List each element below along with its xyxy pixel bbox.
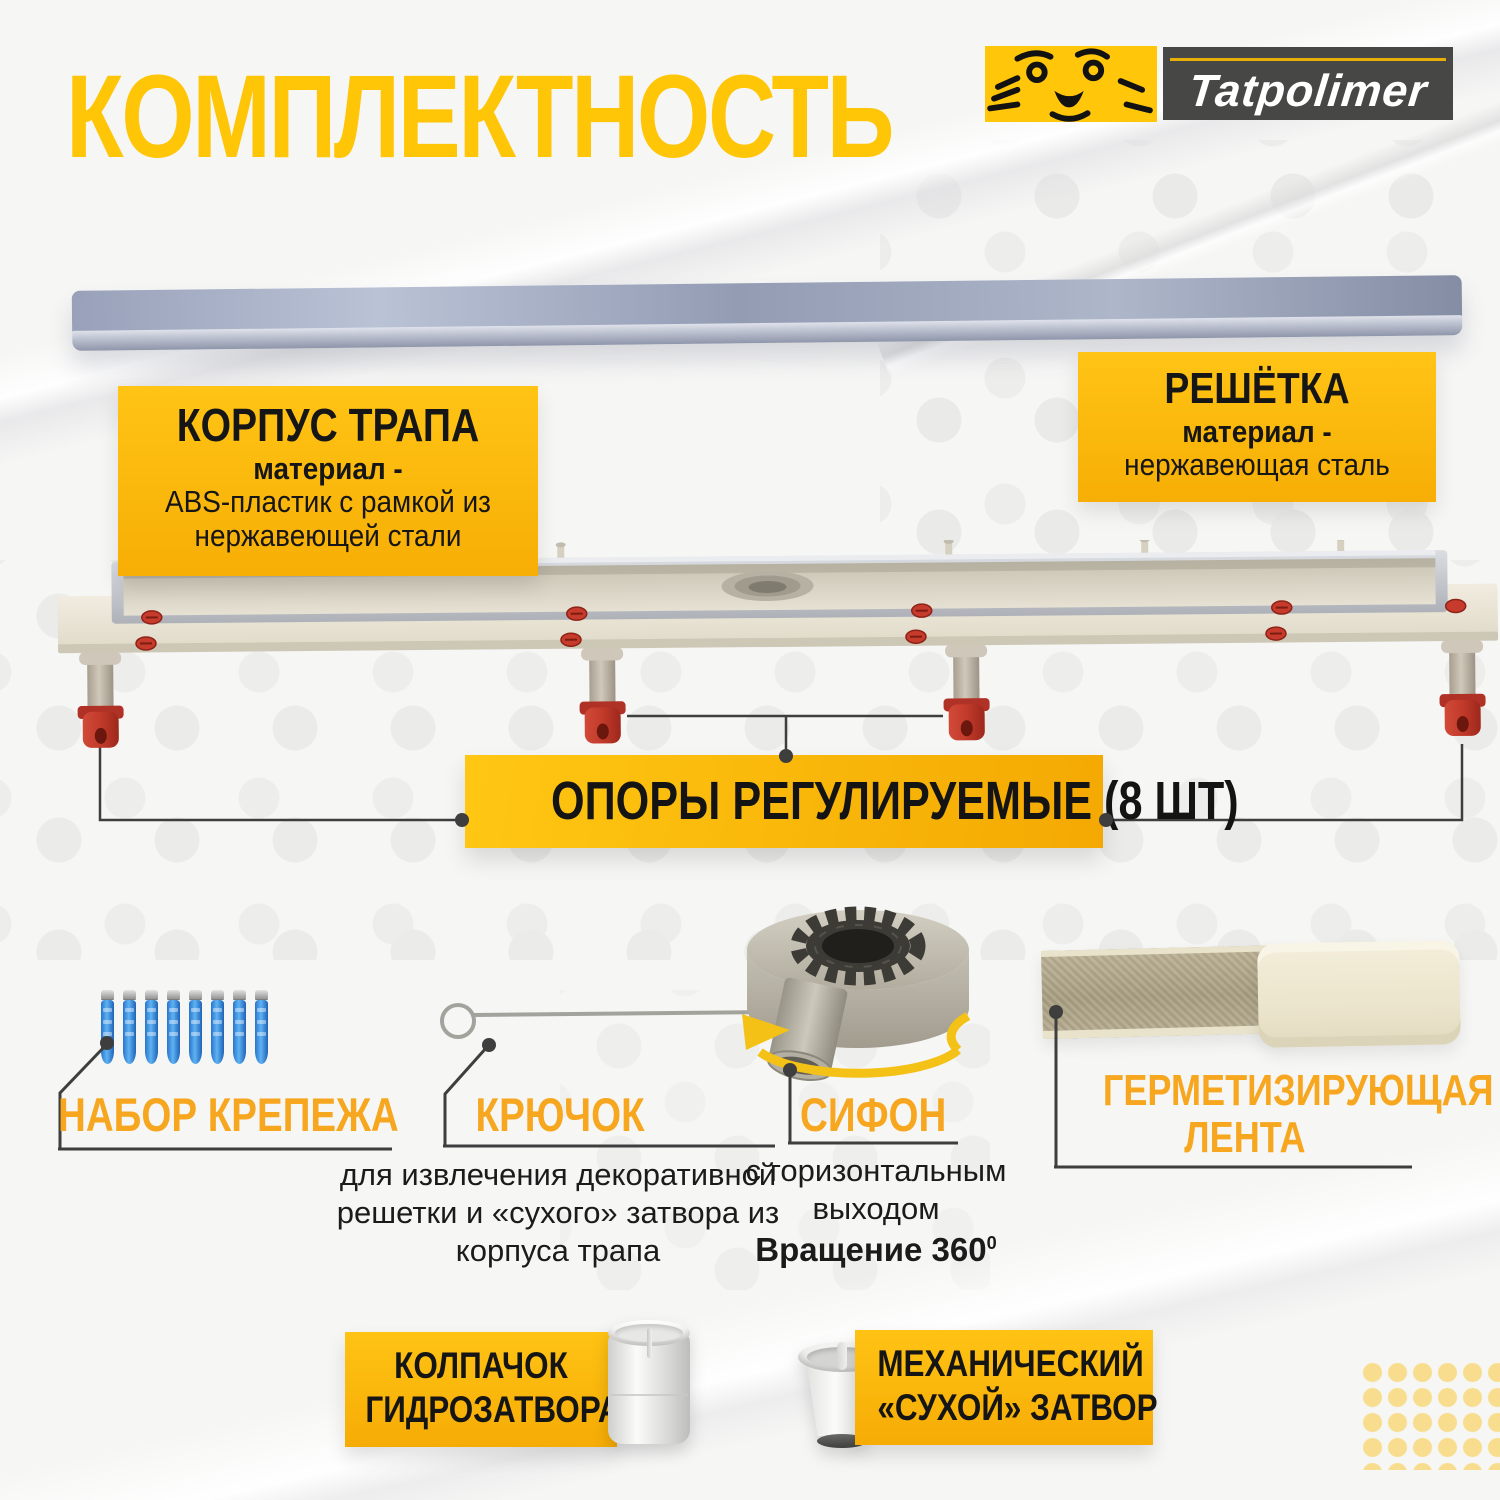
siphon-description: с горизонтальным выходом Вращение 3600 <box>745 1152 1007 1270</box>
sealing-tape-strip <box>1040 945 1290 1039</box>
brand-name: Tatpolimer <box>1186 65 1430 116</box>
hook-desc-line1: для извлечения декоративной <box>339 1157 777 1192</box>
brand-name-box: Tatpolimer <box>1163 47 1453 120</box>
tape-caption-line2: ЛЕНТА <box>1184 1112 1306 1162</box>
dry-seal-base <box>817 1434 867 1448</box>
grate-graphic <box>71 275 1463 351</box>
tape-caption: ГЕРМЕТИЗИРУЮЩАЯ ЛЕНТА <box>1060 1067 1494 1162</box>
hook-caption-text: КРЮЧОК <box>475 1088 645 1141</box>
dowel-icon <box>144 990 158 1064</box>
dowel-icon <box>100 990 114 1064</box>
body-label-box: КОРПУС ТРАПА материал - ABS-пластик с ра… <box>118 386 538 576</box>
dowel-icon <box>254 990 268 1064</box>
grate-label-material: нержавеющая сталь <box>1124 447 1390 483</box>
dry-seal-label-line2: «СУХОЙ» ЗАТВОР <box>877 1386 1158 1428</box>
cap-label-box: КОЛПАЧОК ГИДРОЗАТВОРА <box>345 1332 621 1447</box>
siphon-rotation-sup: 0 <box>986 1232 997 1253</box>
hook-caption: КРЮЧОК <box>420 1090 700 1140</box>
page-title: КОМПЛЕКТНОСТЬ <box>66 51 894 183</box>
cap-label-line1: КОЛПАЧОК <box>394 1345 568 1386</box>
fasteners-caption-text: НАБОР КРЕПЕЖА <box>58 1088 399 1141</box>
cap-pin <box>647 1328 652 1358</box>
hook-desc-line2: решетки и «сухого» затвора из <box>336 1194 780 1230</box>
body-label-subtitle: материал - <box>253 450 403 486</box>
tape-caption-line1: ГЕРМЕТИЗИРУЮЩАЯ <box>1102 1066 1494 1115</box>
hook-desc-line3: корпуса трапа <box>455 1232 661 1268</box>
hook-description: для извлечения декоративной решетки и «с… <box>336 1156 780 1269</box>
supports-banner-text: ОПОРЫ РЕГУЛИРУЕМЫЕ (8 ШТ) <box>550 771 1239 831</box>
siphon-desc-line2: выходом <box>812 1190 940 1226</box>
dry-seal-label-box: МЕХАНИЧЕСКИЙ «СУХОЙ» ЗАТВОР <box>855 1330 1158 1445</box>
dowel-icon <box>122 990 136 1064</box>
siphon-caption-text: СИФОН <box>799 1088 947 1141</box>
dry-seal-label-line1: МЕХАНИЧЕСКИЙ <box>877 1343 1144 1384</box>
grate-label-subtitle: материал - <box>1182 413 1332 449</box>
fastener-set <box>100 990 268 1064</box>
dry-seal-pin <box>837 1342 847 1370</box>
tiger-face-icon <box>987 48 1153 122</box>
body-label-material-2: нержавеющей стали <box>194 518 462 554</box>
siphon-rotation-note: Вращение 3600 <box>745 1230 1007 1270</box>
hook-icon <box>440 1003 791 1040</box>
siphon-caption: СИФОН <box>773 1090 973 1140</box>
dowel-icon <box>232 990 246 1064</box>
supports-banner: ОПОРЫ РЕГУЛИРУЕМЫЕ (8 ШТ) <box>465 755 1239 848</box>
cap-label-line2: ГИДРОЗАТВОРА <box>365 1388 621 1430</box>
water-seal-cap-icon <box>608 1320 690 1448</box>
grate-label-title: РЕШЁТКА <box>1164 364 1350 413</box>
brand-logo: Tatpolimer <box>985 44 1455 124</box>
fasteners-caption: НАБОР КРЕПЕЖА <box>58 1088 399 1141</box>
dowel-icon <box>166 990 180 1064</box>
sealing-tape-roll <box>1257 940 1461 1048</box>
siphon-rotation-text: Вращение 360 <box>755 1230 987 1268</box>
flange-screws <box>135 598 1467 651</box>
tiger-logo-box <box>985 46 1157 122</box>
siphon-desc-line1: с горизонтальным <box>745 1153 1007 1188</box>
siphon-icon <box>742 906 971 1081</box>
dowel-icon <box>210 990 224 1064</box>
body-label-title: КОРПУС ТРАПА <box>176 399 480 451</box>
cap-seam <box>610 1394 688 1396</box>
grate-label-box: РЕШЁТКА материал - нержавеющая сталь <box>1078 352 1436 502</box>
body-label-material-1: ABS-пластик с рамкой из <box>165 484 491 520</box>
drain-legs <box>77 639 1486 748</box>
brand-gold-line <box>1170 58 1446 61</box>
yellow-dot-grid <box>1357 1358 1500 1470</box>
dowel-icon <box>188 990 202 1064</box>
